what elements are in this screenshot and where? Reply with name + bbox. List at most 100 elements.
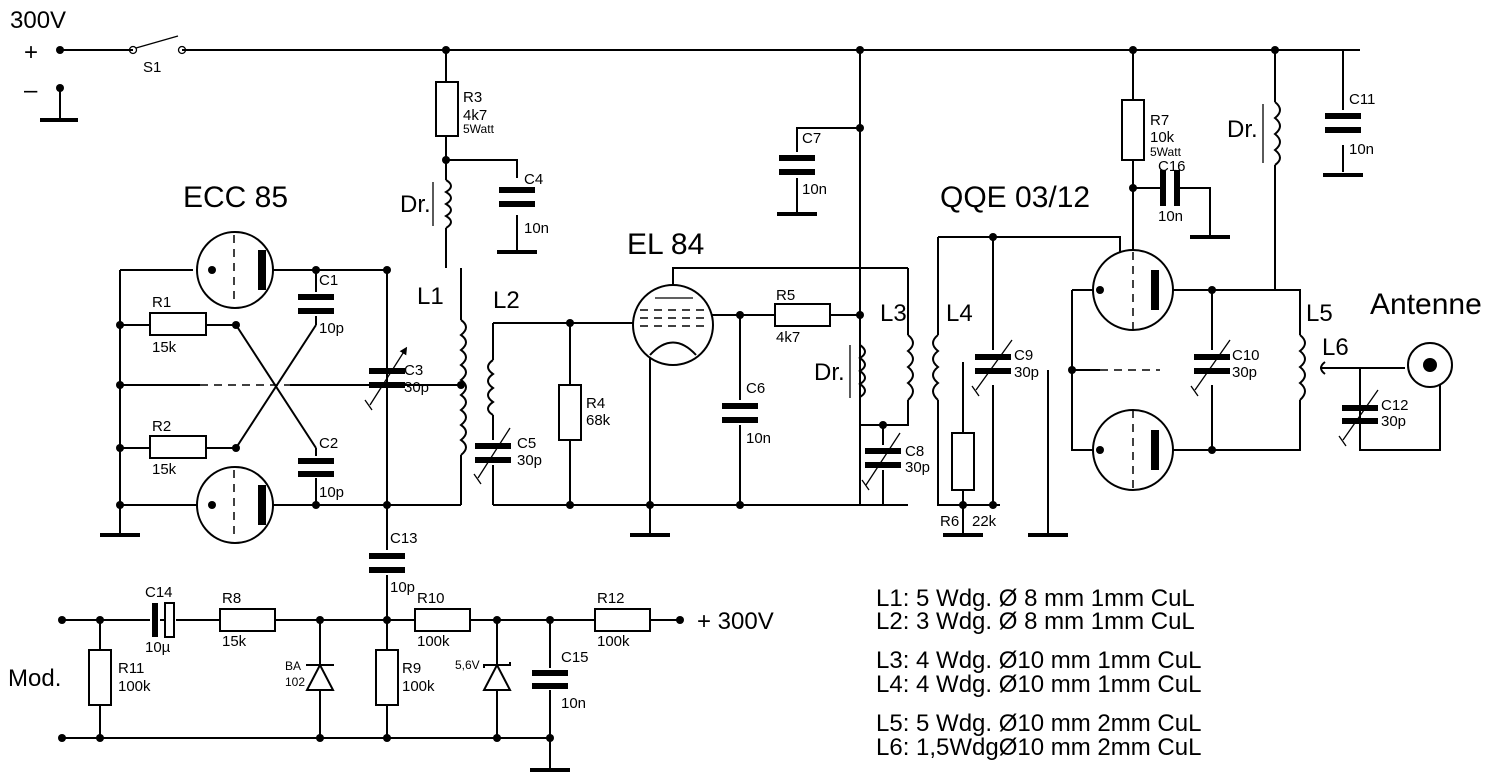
l3-label: L3 [880, 300, 907, 327]
r5-label: R5 [776, 287, 795, 304]
l6-label: L6 [1322, 334, 1349, 361]
junction-dot [58, 616, 66, 624]
junction-dot [1208, 286, 1216, 294]
s1-label: S1 [143, 59, 161, 76]
coil-l3 [906, 334, 914, 401]
r3-value: 4k7 [463, 107, 487, 124]
junction-dot [856, 124, 864, 132]
r9-label: R9 [402, 660, 421, 677]
minus-label: – [24, 77, 38, 104]
r1-label: R1 [152, 294, 171, 311]
diode-zener [482, 662, 512, 691]
c5-value: 30p [517, 452, 542, 469]
junction-dot [493, 616, 501, 624]
c15-label: C15 [561, 649, 589, 666]
c1-value: 10p [319, 320, 344, 337]
junction-dot [96, 734, 104, 742]
resistor-r6 [951, 432, 975, 491]
switch-s1 [128, 35, 187, 55]
ba-value: 102 [285, 675, 305, 689]
coil-note-l3: L3: 4 Wdg. Ø10 mm 1mm CuL [876, 647, 1201, 674]
coil-l5 [1298, 334, 1306, 401]
capacitor-c3 [369, 368, 405, 388]
c2-label: C2 [319, 435, 338, 452]
c11-label: C11 [1349, 91, 1375, 108]
capacitor-c13 [369, 553, 405, 573]
resistor-r9 [375, 649, 399, 706]
junction-dot [546, 734, 554, 742]
capacitor-c5 [475, 443, 511, 463]
capacitor-c4 [499, 187, 535, 207]
junction-dot [566, 319, 574, 327]
junction-dot [116, 501, 124, 509]
c6-value: 10n [746, 430, 771, 447]
c12-value: 30p [1381, 413, 1406, 430]
junction-dot [989, 233, 997, 241]
capacitor-c10 [1194, 354, 1230, 374]
tube-qqe-label: QQE 03/12 [940, 181, 1090, 214]
c9-label: C9 [1014, 347, 1033, 364]
r8-value: 15k [222, 633, 247, 650]
r10-value: 100k [417, 633, 450, 650]
tube-ecc85-bottom [196, 466, 274, 544]
l1-label: L1 [417, 283, 444, 310]
capacitor-c11 [1325, 113, 1361, 133]
junction-dot [1129, 184, 1137, 192]
r7-watt: 5Watt [1150, 145, 1182, 159]
junction-dot [493, 734, 501, 742]
junction-dot [56, 84, 64, 92]
c3-label: C3 [404, 362, 423, 379]
r6-value: 22k [972, 513, 997, 530]
tube-qqe-bottom [1092, 409, 1174, 491]
supply-voltage-label: 300V [10, 7, 66, 34]
resistor-r5 [774, 303, 831, 327]
c12-label: C12 [1381, 397, 1409, 414]
junction-dot [56, 46, 64, 54]
antenna-label: Antenne [1370, 288, 1482, 321]
capacitor-c9 [975, 354, 1011, 374]
coil-note-l2: L2: 3 Wdg. Ø 8 mm 1mm CuL [876, 608, 1195, 635]
r10-label: R10 [417, 590, 445, 607]
junction-dot [736, 501, 744, 509]
junction-dot [442, 46, 450, 54]
l5-label: L5 [1306, 300, 1333, 327]
tube-qqe-top [1092, 249, 1174, 331]
dr3-label: Dr. [1227, 116, 1258, 143]
c13-label: C13 [390, 530, 418, 547]
junction-dot [383, 501, 391, 509]
diode-ba102 [305, 662, 335, 691]
r11-value: 100k [118, 678, 151, 695]
junction-dot [1208, 446, 1216, 454]
choke-dr-l3 [858, 344, 866, 398]
capacitor-c1 [298, 294, 334, 314]
junction-dot [232, 444, 240, 452]
resistor-r10 [414, 608, 471, 632]
c15-value: 10n [561, 695, 586, 712]
supply-out-label: + 300V [697, 608, 774, 635]
junction-dot [989, 501, 997, 509]
junction-dot [856, 311, 864, 319]
resistor-r4 [558, 384, 582, 441]
capacitor-c14 [152, 602, 175, 638]
tube-ecc85-label: ECC 85 [183, 181, 288, 214]
r2-label: R2 [152, 418, 171, 435]
coil-note-l6: L6: 1,5WdgØ10 mm 2mm CuL [876, 734, 1201, 761]
l2-label: L2 [493, 287, 520, 314]
junction-dot [316, 616, 324, 624]
dr1-label: Dr. [400, 191, 431, 218]
junction-dot [546, 616, 554, 624]
c16-value: 10n [1158, 208, 1183, 225]
junction-dot [58, 734, 66, 742]
junction-dot [116, 444, 124, 452]
antenna-jack [1407, 342, 1453, 388]
dr2-label: Dr. [814, 359, 845, 386]
capacitor-c6 [722, 403, 758, 423]
junction-dot [116, 381, 124, 389]
junction-dot [676, 616, 684, 624]
resistor-r12 [594, 608, 651, 632]
capacitor-c2 [298, 458, 334, 477]
c14-value: 10µ [145, 639, 171, 656]
c14-label: C14 [145, 584, 173, 601]
c8-label: C8 [905, 443, 924, 460]
c1-label: C1 [319, 272, 338, 289]
